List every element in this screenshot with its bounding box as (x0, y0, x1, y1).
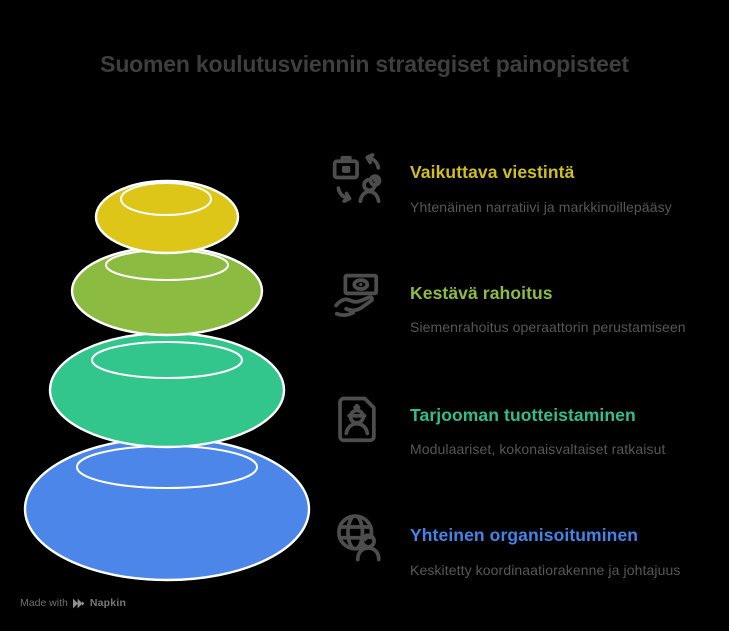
item-description: Modulaariset, kokonaisvaltaiset ratkaisu… (410, 441, 666, 457)
globe-person-icon (330, 510, 386, 566)
made-with-label: Made with (20, 597, 68, 609)
page-title: Suomen koulutusviennin strategiset paino… (100, 51, 629, 77)
briefcase-exchange-icon (330, 150, 386, 206)
item-description: Siemenrahoitus operaattorin perustamisee… (410, 319, 686, 335)
stone-third (48, 331, 286, 449)
engineer-badge-icon (330, 392, 386, 448)
stone-top (94, 179, 240, 255)
item-heading: Kestävä rahoitus (410, 283, 553, 303)
list-item-tarjooman-tuotteistaminen: Tarjooman tuotteistaminen Modulaariset, … (330, 392, 702, 502)
money-hand-icon (330, 271, 386, 327)
napkin-logo-icon (72, 598, 85, 609)
list-item-yhteinen-organisoituminen: Yhteinen organisoituminen Keskitetty koo… (330, 510, 702, 620)
napkin-brand-label: Napkin (89, 597, 127, 609)
list-item-vaikuttava-viestinta: Vaikuttava viestintä Yhtenäinen narratii… (330, 150, 702, 260)
stone-bottom (23, 436, 311, 582)
item-heading: Tarjooman tuotteistaminen (410, 405, 636, 425)
item-heading: Vaikuttava viestintä (410, 162, 575, 182)
item-description: Yhtenäinen narratiivi ja markkinoillepää… (410, 199, 672, 215)
stone-second (70, 245, 264, 337)
item-heading: Yhteinen organisoituminen (410, 525, 639, 545)
napkin-attribution: Made with Napkin (20, 597, 126, 609)
list-item-kestava-rahoitus: Kestävä rahoitus Siemenrahoitus operaatt… (330, 271, 702, 381)
item-description: Keskitetty koordinaatiorakenne ja johtaj… (410, 562, 681, 578)
